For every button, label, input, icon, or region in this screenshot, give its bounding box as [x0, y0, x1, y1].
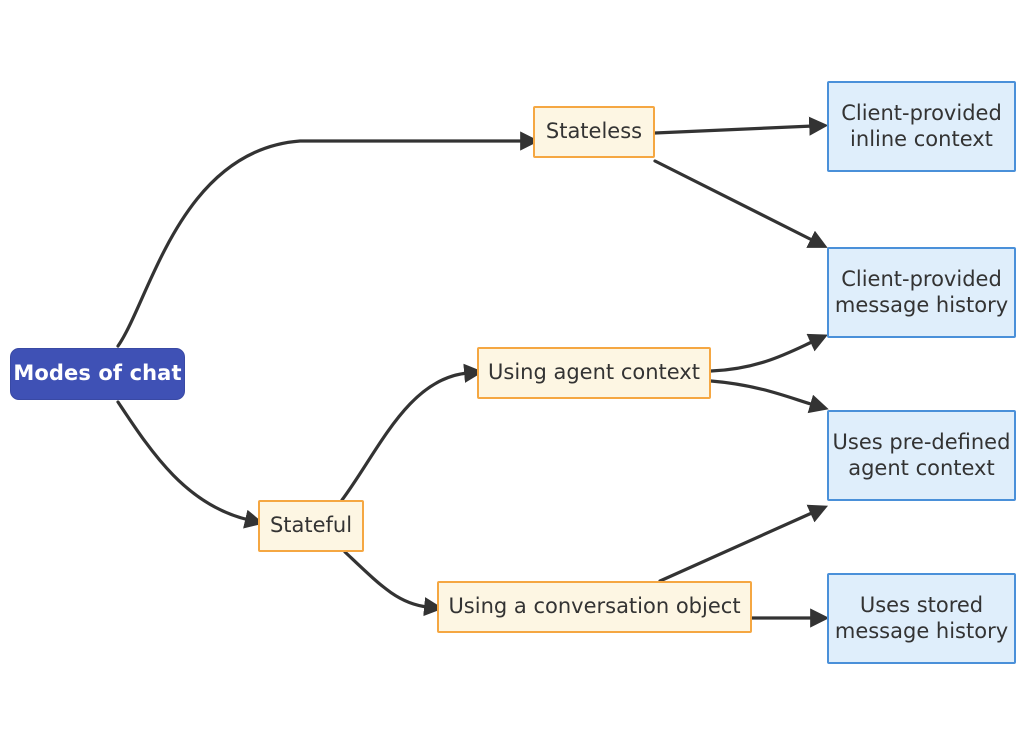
node-stateful[interactable]: Stateful — [258, 500, 364, 552]
edge-agent-context-to-pre-defined — [709, 379, 829, 414]
edge-modes-to-stateless — [116, 131, 540, 348]
node-using-a-conversation-object[interactable]: Using a conversation object — [437, 581, 752, 633]
node-label: Uses stored message history — [834, 592, 1009, 643]
node-label: Using agent context — [488, 360, 700, 385]
node-stateless[interactable]: Stateless — [533, 106, 655, 158]
edge-conversation-object-to-pre-defined — [658, 504, 829, 583]
node-using-agent-context[interactable]: Using agent context — [477, 347, 711, 399]
edge-agent-context-to-message-history — [709, 333, 828, 373]
node-label: Client-provided message history — [834, 266, 1009, 317]
node-uses-pre-defined-agent-context[interactable]: Uses pre-defined agent context — [827, 410, 1016, 501]
node-label: Uses pre-defined agent context — [832, 429, 1011, 480]
edge-stateless-to-inline — [653, 116, 829, 136]
edge-stateless-to-message-history — [653, 159, 828, 248]
node-modes-of-chat[interactable]: Modes of chat — [10, 348, 185, 400]
node-client-provided-message-history[interactable]: Client-provided message history — [827, 247, 1016, 338]
node-label: Client-provided inline context — [841, 100, 1002, 151]
edge-stateful-to-agent-context — [340, 363, 484, 502]
node-label: Using a conversation object — [448, 594, 741, 619]
edge-modes-to-stateful — [116, 400, 264, 529]
node-label: Stateless — [545, 119, 643, 144]
node-client-provided-inline-context[interactable]: Client-provided inline context — [827, 81, 1016, 172]
edge-stateful-to-conversation-object — [343, 550, 444, 617]
node-label: Stateful — [269, 513, 353, 538]
node-label: Modes of chat — [13, 361, 182, 386]
node-uses-stored-message-history[interactable]: Uses stored message history — [827, 573, 1016, 664]
